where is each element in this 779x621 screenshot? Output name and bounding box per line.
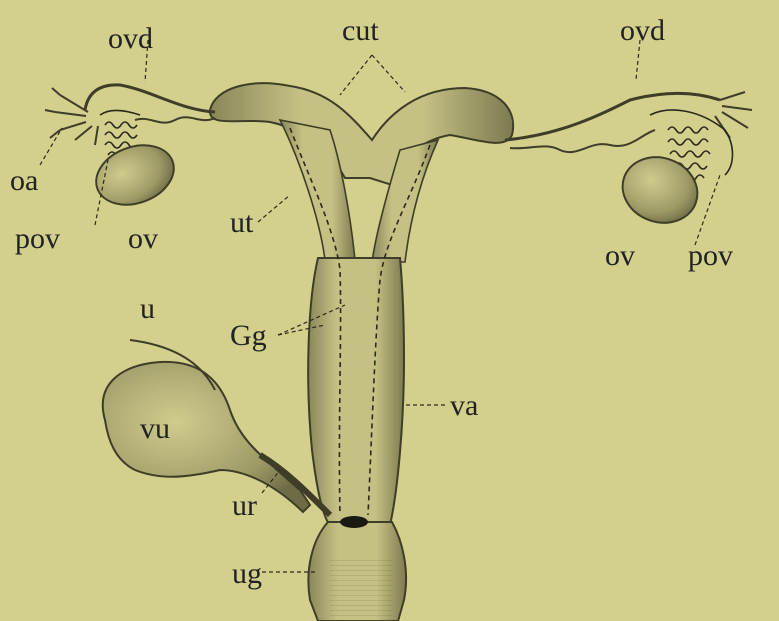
label-ut: ut xyxy=(230,206,254,239)
ovary-left xyxy=(88,135,182,215)
label-u: u xyxy=(140,292,155,325)
uterine-horns xyxy=(210,83,513,185)
label-ur: ur xyxy=(232,489,257,522)
label-cut: cut xyxy=(342,14,379,47)
oviduct-right xyxy=(505,93,720,140)
label-ovd-left: ovd xyxy=(108,22,153,55)
label-ovd-right: ovd xyxy=(620,14,665,47)
label-ug: ug xyxy=(232,557,262,590)
urethral-opening xyxy=(340,516,368,528)
oviduct-left-coil xyxy=(135,117,215,122)
bladder xyxy=(103,362,310,512)
oviduct-right-coil xyxy=(510,130,655,152)
vagina xyxy=(308,258,404,525)
ovary-right xyxy=(613,147,706,233)
ostium-right xyxy=(715,92,752,138)
label-pov-left: pov xyxy=(15,222,60,255)
label-oa: oa xyxy=(10,164,38,197)
label-ov-right: ov xyxy=(605,239,635,272)
label-pov-right: pov xyxy=(688,239,733,272)
label-va: va xyxy=(450,389,478,422)
label-ov-left: ov xyxy=(128,222,158,255)
label-gg: Gg xyxy=(230,319,267,352)
label-vu: vu xyxy=(140,412,170,445)
oviduct-left xyxy=(85,85,215,112)
